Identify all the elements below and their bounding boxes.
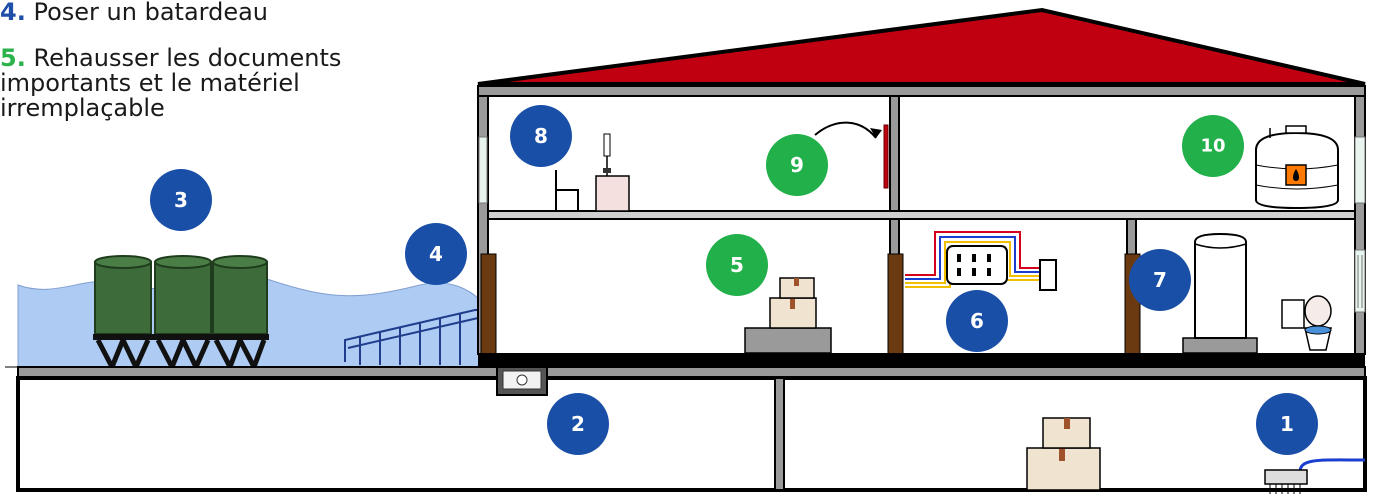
caption-5-number: 5. [0, 44, 26, 72]
water-heater-icon [1182, 232, 1258, 354]
window-right [1354, 136, 1366, 204]
badge-1: 1 [1256, 393, 1318, 455]
floor-drain-icon [496, 366, 548, 396]
badge-7: 7 [1129, 249, 1191, 311]
badge-10-label: 10 [1200, 136, 1225, 157]
vent-right [1354, 249, 1366, 313]
caption-4: 4. Poser un batardeau [0, 0, 268, 25]
badge-2-label: 2 [571, 412, 585, 436]
badge-4-label: 4 [429, 242, 443, 266]
badge-4: 4 [405, 223, 467, 285]
right-wall [1354, 95, 1366, 355]
badge-7-label: 7 [1153, 268, 1167, 292]
caption-5-text: Rehausser les documents [33, 44, 342, 72]
electrical-switch [883, 124, 889, 189]
fuel-tank-icon [1255, 125, 1339, 210]
badge-8-label: 8 [534, 124, 548, 148]
badge-6: 6 [946, 290, 1008, 352]
basement-partition [774, 377, 785, 491]
badge-9-label: 9 [790, 153, 804, 177]
lamp-icon [595, 133, 630, 212]
ground-floor-slab [478, 353, 1365, 367]
badge-3-label: 3 [174, 188, 188, 212]
arrow-icon [814, 121, 877, 139]
post-middle [887, 253, 904, 355]
tank-2 [153, 255, 213, 369]
caption-5-line3: irremplaçable [0, 94, 165, 122]
caption-5-line2: importants et le matériel [0, 69, 300, 97]
stacked-boxes-icon-basement [1026, 417, 1101, 491]
badge-9: 9 [766, 134, 828, 196]
window-left [478, 136, 488, 204]
ceiling-beam [477, 85, 1366, 97]
badge-8: 8 [510, 105, 572, 167]
tank-3 [211, 255, 269, 369]
stacked-boxes-icon-ground [744, 277, 832, 354]
badge-5-label: 5 [730, 253, 744, 277]
sump-pump-icon [1264, 458, 1366, 494]
badge-10: 10 [1182, 115, 1244, 177]
badge-3: 3 [150, 169, 212, 231]
badge-1-label: 1 [1280, 412, 1294, 436]
chair-icon [555, 170, 579, 211]
badge-6-label: 6 [970, 309, 984, 333]
badge-5: 5 [706, 234, 768, 296]
basement-outline [16, 376, 1367, 492]
toilet-icon [1281, 295, 1332, 351]
tank-1 [93, 255, 153, 369]
caption-5: 5. Rehausser les documents importants et… [0, 46, 341, 121]
upper-floor [487, 210, 1356, 220]
electrical-panel-icon [905, 231, 1057, 291]
flood-tanks [93, 255, 269, 369]
roof [477, 7, 1366, 86]
post-left [480, 253, 497, 355]
caption-4-text: Poser un batardeau [33, 0, 269, 26]
caption-4-number: 4. [0, 0, 26, 26]
upper-partition [889, 95, 900, 212]
badge-2: 2 [547, 393, 609, 455]
